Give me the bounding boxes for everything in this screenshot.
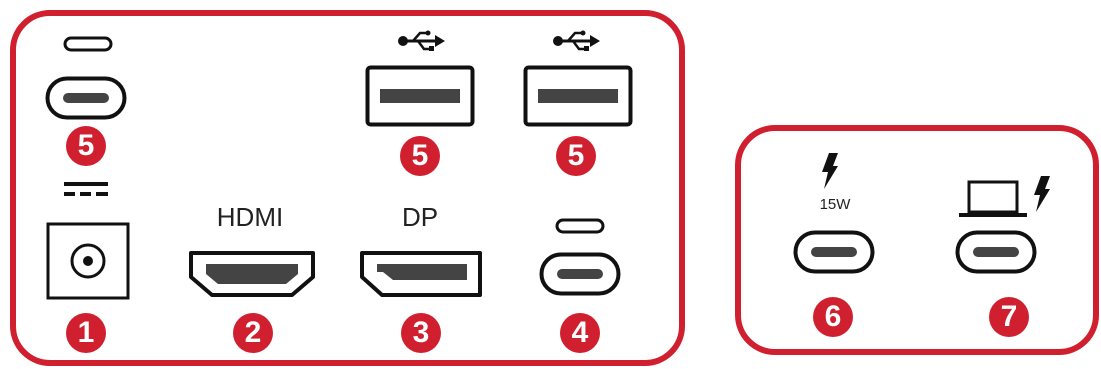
usb-c-port xyxy=(955,230,1037,274)
usb-c-port xyxy=(793,230,875,274)
port-badge: 1 xyxy=(66,313,106,353)
dc-power-icon xyxy=(64,182,108,198)
displayport-label: DP xyxy=(401,202,439,232)
usb-icon xyxy=(552,30,602,52)
dc-barrel-jack xyxy=(46,222,130,300)
port-badge: 7 xyxy=(989,297,1029,337)
displayport-port xyxy=(359,250,483,298)
port-badge: 4 xyxy=(560,313,600,353)
usb-c-symbol-icon xyxy=(63,36,113,52)
lightning-icon xyxy=(820,153,840,189)
port-badge: 5 xyxy=(66,126,106,166)
port-badge: 2 xyxy=(233,313,273,353)
side-io-panel xyxy=(735,125,1099,355)
laptop-charge-icon xyxy=(955,176,1055,220)
port-badge: 5 xyxy=(400,136,440,176)
usb-a-port xyxy=(365,65,475,127)
usb-icon xyxy=(397,30,447,52)
hdmi-port xyxy=(188,250,316,298)
power-rating-label: 15W xyxy=(819,196,851,213)
usb-c-port xyxy=(45,76,127,120)
hdmi-label: HDMI xyxy=(216,202,284,232)
usb-c-port xyxy=(539,252,621,296)
usb-c-symbol-icon xyxy=(555,218,605,234)
port-badge: 5 xyxy=(556,136,596,176)
port-badge: 3 xyxy=(401,313,441,353)
usb-a-port xyxy=(523,65,633,127)
port-badge: 6 xyxy=(813,297,853,337)
